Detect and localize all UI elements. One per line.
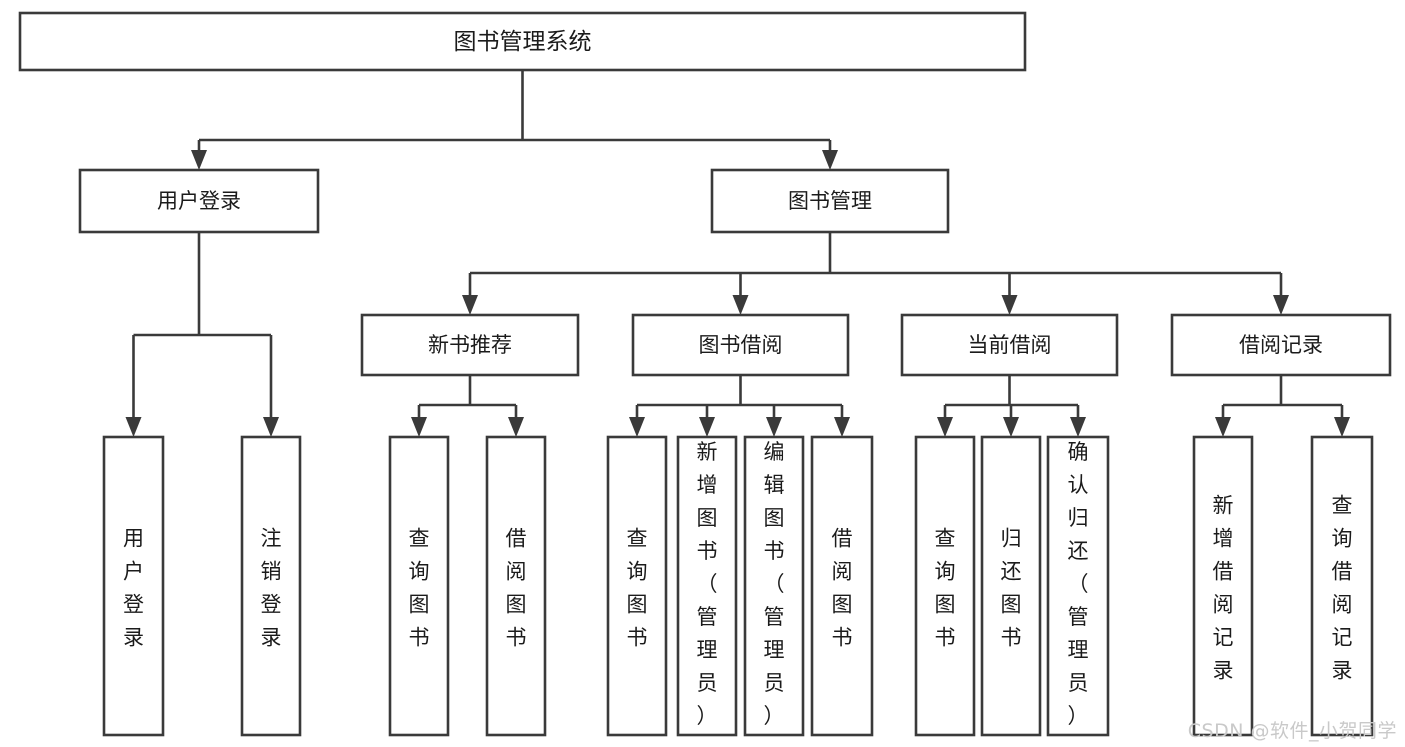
node-label-leaf-borrow-book-2: 借阅图书 <box>832 527 853 650</box>
node-box-book-borrow <box>631 313 850 377</box>
arrowhead-leaf-edit-book <box>766 417 782 437</box>
arrowhead-new-book-recommend <box>462 295 478 315</box>
node-box-leaf-confirm-return <box>1046 435 1110 737</box>
arrowhead-book-borrow <box>732 295 749 315</box>
node-label-leaf-confirm-return: 确认归还（管理员） <box>1068 440 1089 728</box>
node-user-login[interactable]: 用户登录 <box>78 168 320 234</box>
node-label-user-login: 用户登录 <box>157 189 241 213</box>
node-box-leaf-user-login <box>102 435 165 737</box>
node-root[interactable]: 图书管理系统 <box>18 11 1027 72</box>
arrowhead-leaf-query-book-3 <box>937 417 953 437</box>
connector-layer <box>125 70 1350 437</box>
node-box-leaf-query-book-2 <box>606 435 668 737</box>
node-leaf-query-record[interactable]: 查询借阅记录 <box>1310 435 1374 737</box>
node-box-leaf-add-record <box>1192 435 1254 737</box>
node-leaf-user-logout[interactable]: 注销登录 <box>240 435 302 737</box>
node-box-leaf-user-logout <box>240 435 302 737</box>
arrowhead-leaf-confirm-return <box>1070 417 1086 437</box>
node-box-leaf-add-book <box>676 435 738 737</box>
node-book-borrow[interactable]: 图书借阅 <box>631 313 850 377</box>
node-leaf-borrow-book-1[interactable]: 借阅图书 <box>485 435 547 737</box>
arrowhead-current-borrow <box>1001 295 1018 315</box>
node-label-leaf-add-record: 新增借阅记录 <box>1213 494 1234 683</box>
node-borrow-record[interactable]: 借阅记录 <box>1170 313 1392 377</box>
node-label-book-manage: 图书管理 <box>788 189 872 213</box>
arrowhead-leaf-query-book-1 <box>411 417 427 437</box>
node-label-new-book-recommend: 新书推荐 <box>428 333 512 357</box>
node-box-leaf-query-book-1 <box>388 435 450 737</box>
arrowhead-leaf-return-book <box>1003 417 1019 437</box>
node-label-book-borrow: 图书借阅 <box>699 333 783 357</box>
node-label-leaf-return-book: 归还图书 <box>1001 527 1022 650</box>
node-box-leaf-edit-book <box>743 435 805 737</box>
node-book-manage[interactable]: 图书管理 <box>710 168 950 234</box>
node-new-book-recommend[interactable]: 新书推荐 <box>360 313 580 377</box>
node-label-borrow-record: 借阅记录 <box>1239 333 1323 357</box>
node-label-current-borrow: 当前借阅 <box>968 333 1052 357</box>
node-box-current-borrow <box>900 313 1119 377</box>
node-box-leaf-borrow-book-2 <box>810 435 874 737</box>
node-leaf-confirm-return[interactable]: 确认归还（管理员） <box>1046 435 1110 737</box>
arrowhead-leaf-user-login <box>125 417 142 437</box>
node-label-leaf-user-logout: 注销登录 <box>261 527 282 650</box>
node-label-leaf-query-book-3: 查询图书 <box>935 527 956 650</box>
arrowhead-leaf-add-book <box>699 417 715 437</box>
node-leaf-query-book-1[interactable]: 查询图书 <box>388 435 450 737</box>
node-leaf-add-record[interactable]: 新增借阅记录 <box>1192 435 1254 737</box>
node-label-root: 图书管理系统 <box>454 29 592 55</box>
arrowhead-leaf-add-record <box>1215 417 1231 437</box>
node-box-user-login <box>78 168 320 234</box>
node-label-leaf-query-book-1: 查询图书 <box>409 527 430 650</box>
node-label-leaf-user-login: 用户登录 <box>123 527 144 650</box>
node-box-borrow-record <box>1170 313 1392 377</box>
node-layer: 图书管理系统用户登录图书管理新书推荐图书借阅当前借阅借阅记录用户登录注销登录查询… <box>18 11 1392 737</box>
arrowhead-book-manage <box>822 150 838 170</box>
node-box-new-book-recommend <box>360 313 580 377</box>
node-leaf-query-book-2[interactable]: 查询图书 <box>606 435 668 737</box>
node-box-leaf-return-book <box>980 435 1042 737</box>
node-box-leaf-query-record <box>1310 435 1374 737</box>
arrowhead-leaf-query-book-2 <box>629 417 645 437</box>
arrowhead-leaf-borrow-book-2 <box>834 417 850 437</box>
node-leaf-borrow-book-2[interactable]: 借阅图书 <box>810 435 874 737</box>
node-box-root <box>18 11 1027 72</box>
node-leaf-user-login[interactable]: 用户登录 <box>102 435 165 737</box>
node-label-leaf-query-book-2: 查询图书 <box>627 527 648 650</box>
arrowhead-borrow-record <box>1273 295 1289 315</box>
node-box-book-manage <box>710 168 950 234</box>
arrowhead-leaf-query-record <box>1334 417 1350 437</box>
arrowhead-leaf-borrow-book-1 <box>508 417 524 437</box>
node-leaf-edit-book[interactable]: 编辑图书（管理员） <box>743 435 805 737</box>
node-label-leaf-borrow-book-1: 借阅图书 <box>506 527 527 650</box>
arrowhead-user-login <box>191 150 207 170</box>
node-leaf-query-book-3[interactable]: 查询图书 <box>914 435 976 737</box>
node-leaf-add-book[interactable]: 新增图书（管理员） <box>676 435 738 737</box>
node-label-leaf-edit-book: 编辑图书（管理员） <box>764 440 785 728</box>
node-leaf-return-book[interactable]: 归还图书 <box>980 435 1042 737</box>
node-current-borrow[interactable]: 当前借阅 <box>900 313 1119 377</box>
arrowhead-leaf-user-logout <box>263 417 279 437</box>
node-label-leaf-add-book: 新增图书（管理员） <box>697 440 718 728</box>
node-box-leaf-borrow-book-1 <box>485 435 547 737</box>
node-box-leaf-query-book-3 <box>914 435 976 737</box>
node-label-leaf-query-record: 查询借阅记录 <box>1332 494 1353 683</box>
